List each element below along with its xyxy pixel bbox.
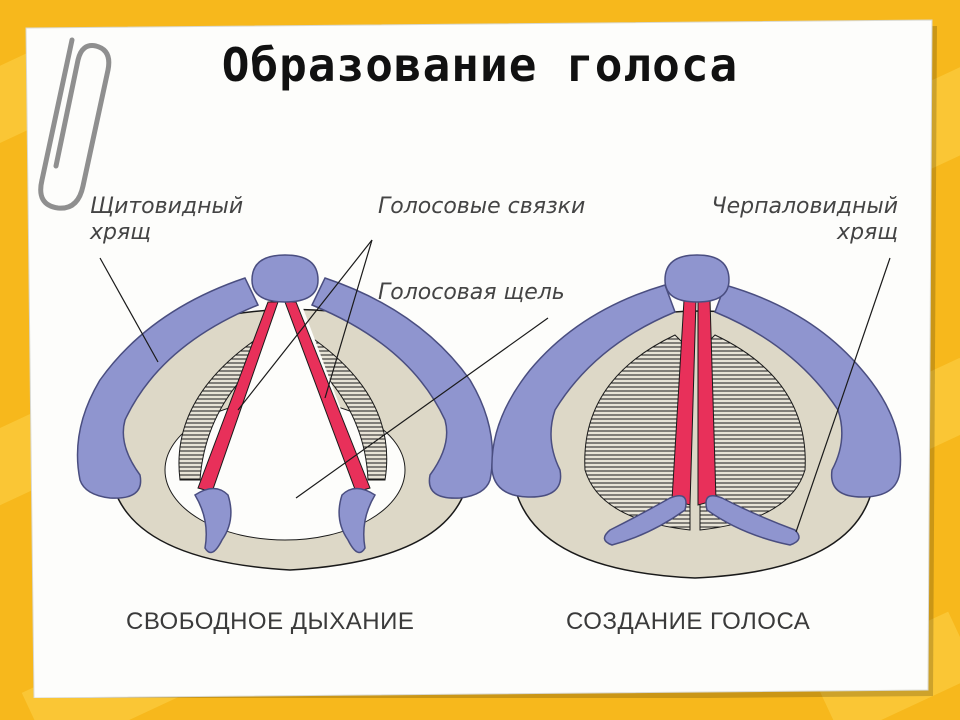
larynx-closed-glottis bbox=[491, 254, 902, 579]
label-thyroid-cartilage: Щитовидный хрящ bbox=[90, 194, 243, 246]
label-arytenoid-line1: Черпаловидный bbox=[711, 194, 899, 219]
arytenoid-right-a bbox=[603, 495, 687, 546]
page-title: Образование голоса bbox=[221, 38, 739, 92]
paperclip-icon bbox=[38, 37, 112, 211]
thyroid-cartilage-right bbox=[310, 277, 494, 499]
caption-free-breathing: СВОБОДНОЕ ДЫХАНИЕ bbox=[126, 608, 415, 635]
arytenoid-left-b bbox=[338, 487, 377, 554]
label-thyroid-line1: Щитовидный bbox=[90, 194, 244, 219]
label-arytenoid-cartilage: Черпаловидный хрящ bbox=[692, 194, 899, 246]
arytenoid-left-a bbox=[193, 487, 232, 554]
leader-thyroid bbox=[99, 257, 159, 363]
arytenoid-right-b bbox=[705, 495, 800, 546]
thyroid-cartilage-right-left bbox=[491, 284, 676, 498]
leader-glottis bbox=[295, 317, 549, 499]
leader-lines bbox=[99, 239, 891, 533]
leader-arytenoid bbox=[795, 257, 891, 533]
epiglottis-knob-right bbox=[664, 254, 730, 303]
muscle-right-a bbox=[584, 334, 691, 531]
glottis-gap bbox=[206, 300, 372, 499]
caption-voice-production: СОЗДАНИЕ ГОЛОСА bbox=[566, 608, 811, 635]
thyroid-cartilage-right-right bbox=[714, 284, 902, 498]
muscle-right-b bbox=[699, 334, 806, 531]
label-vocal-cords: Голосовые связки bbox=[378, 194, 586, 219]
epiglottis-knob-left bbox=[251, 254, 319, 303]
label-thyroid-line2: хрящ bbox=[90, 220, 151, 245]
label-glottis: Голосовая щель bbox=[378, 280, 565, 305]
label-arytenoid-line2: хрящ bbox=[837, 220, 898, 245]
leader-cords-a bbox=[237, 239, 373, 411]
thyroid-cartilage-left bbox=[76, 277, 260, 499]
larynx-open-glottis bbox=[76, 254, 494, 571]
leader-cords-b bbox=[324, 239, 373, 399]
